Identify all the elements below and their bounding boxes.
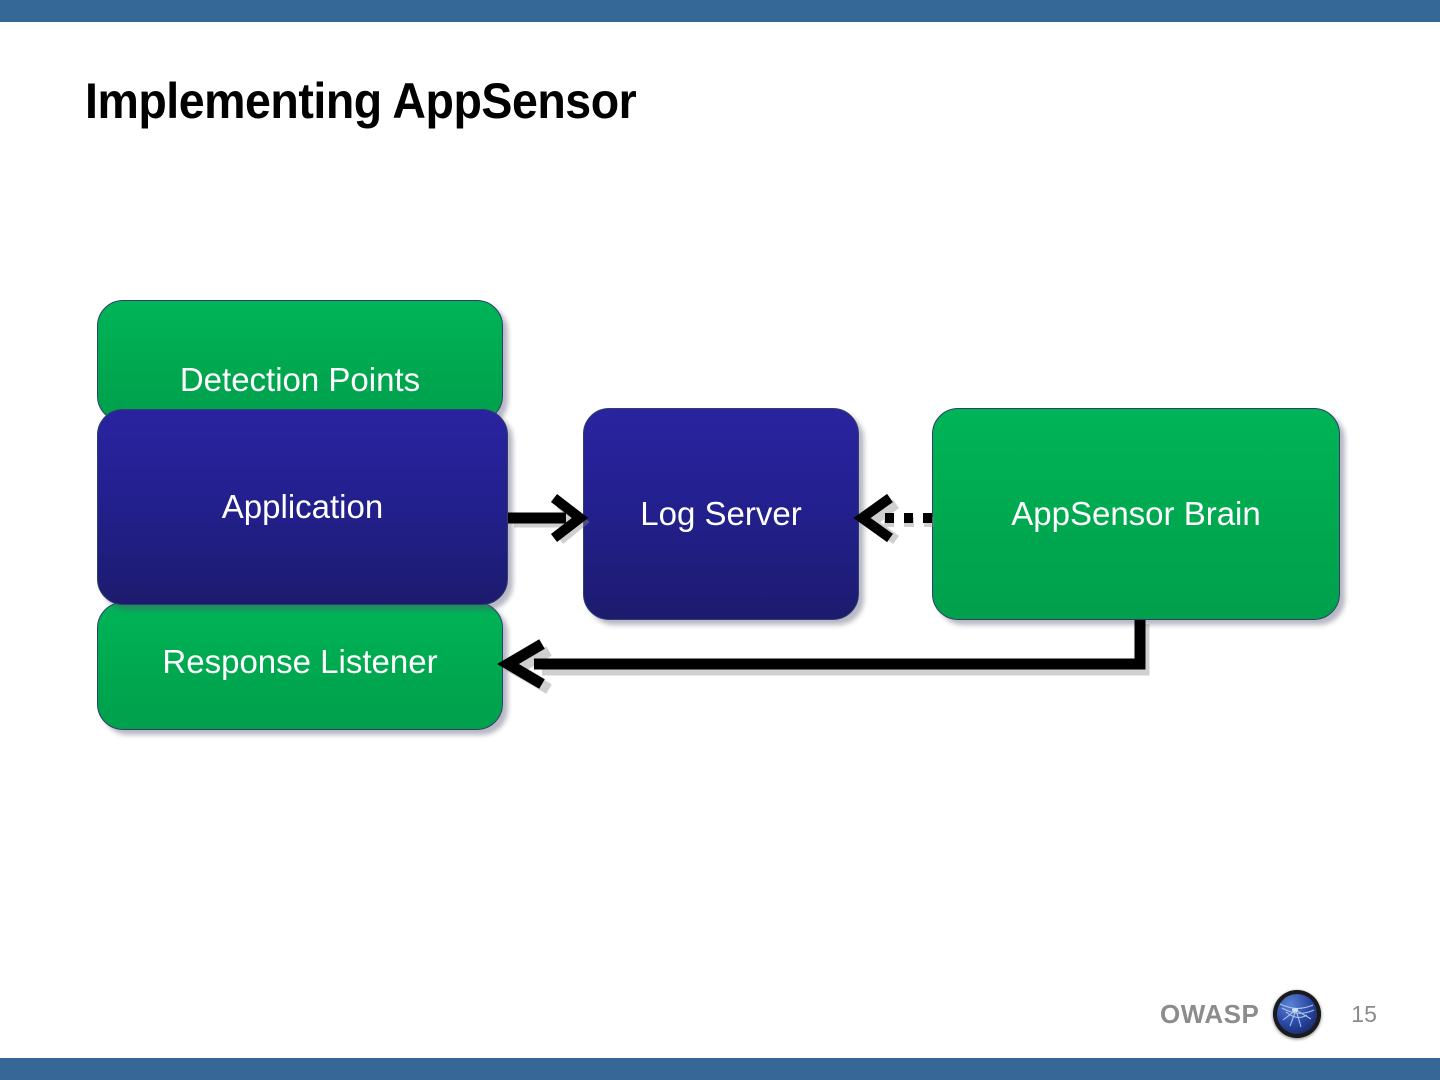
owasp-wordmark: OWASP <box>1160 998 1260 1029</box>
diagram-node-log-server[interactable]: Log Server <box>583 408 859 620</box>
footer: OWASP 15 <box>1160 990 1377 1038</box>
edge-application-to-log-server <box>508 494 589 542</box>
diagram-node-label: Log Server <box>640 495 802 532</box>
diagram-node-label: AppSensor Brain <box>1011 495 1261 532</box>
page-title: Implementing AppSensor <box>85 73 637 129</box>
top-accent-bar <box>0 0 1440 22</box>
page-number: 15 <box>1351 1000 1377 1027</box>
edge-appsensor-brain-to-log-server <box>853 493 932 543</box>
diagram-node-response-listener[interactable]: Response Listener <box>97 602 503 730</box>
edge-appsensor-brain-to-response-listener <box>497 620 1146 689</box>
diagram-node-label: Application <box>221 488 384 525</box>
diagram-node-detection-points[interactable]: Detection Points <box>97 300 503 422</box>
bottom-accent-bar <box>0 1058 1440 1080</box>
diagram-node-appsensor-brain[interactable]: AppSensor Brain <box>932 408 1340 620</box>
owasp-sphere-icon <box>1273 990 1322 1038</box>
diagram-node-label: Response Listener <box>162 643 438 680</box>
diagram-node-application[interactable]: Application <box>97 409 508 605</box>
diagram-node-label: Detection Points <box>179 361 421 398</box>
